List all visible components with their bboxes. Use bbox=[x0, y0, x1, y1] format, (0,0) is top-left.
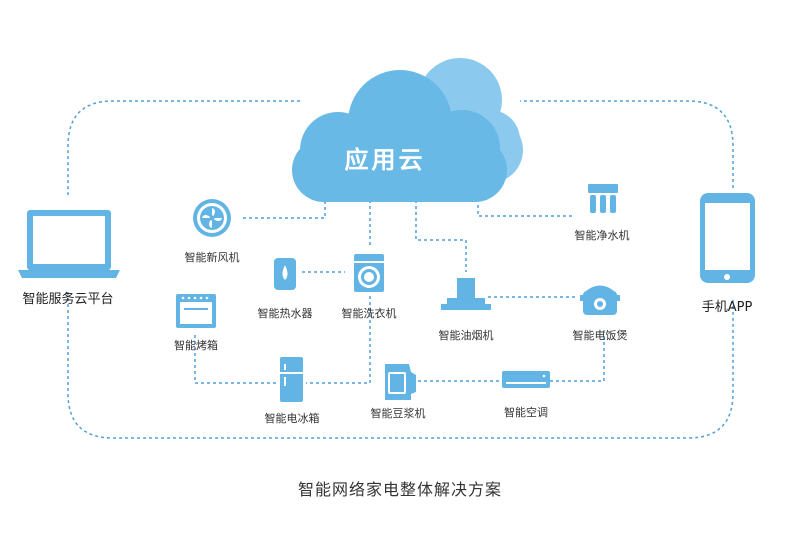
connector-water-purifier bbox=[477, 205, 573, 217]
air-conditioner-icon bbox=[502, 371, 550, 388]
diagram-caption: 智能网络家电整体解决方案 bbox=[297, 480, 503, 499]
phone-app-label: 手机APP bbox=[701, 300, 753, 315]
fridge-label: 智能电冰箱 bbox=[264, 412, 320, 425]
fridge-icon bbox=[280, 357, 303, 402]
oven-label: 智能烤箱 bbox=[174, 339, 218, 352]
rice-cooker-icon bbox=[580, 285, 620, 315]
water-heater-label: 智能热水器 bbox=[257, 307, 313, 320]
rice-cooker-label: 智能电饭煲 bbox=[572, 329, 628, 342]
fresh-air-label: 智能新风机 bbox=[184, 251, 240, 264]
platform-label: 智能服务云平台 bbox=[22, 292, 114, 307]
oven-icon bbox=[176, 294, 216, 328]
water-purifier-label: 智能净水机 bbox=[574, 229, 630, 242]
connector-range-hood bbox=[415, 200, 467, 272]
connector-ac-cooker bbox=[550, 327, 605, 382]
water-heater-icon bbox=[274, 258, 296, 290]
range-hood-icon bbox=[441, 278, 491, 310]
range-hood-label: 智能油烟机 bbox=[438, 329, 494, 342]
outer-dashed-loop bbox=[67, 100, 734, 439]
connector-oven-fridge bbox=[194, 335, 277, 384]
air-conditioner-label: 智能空调 bbox=[504, 406, 548, 419]
connector-fresh-air bbox=[243, 200, 326, 219]
soymilk-icon bbox=[385, 364, 416, 400]
soymilk-label: 智能豆浆机 bbox=[370, 407, 426, 420]
cloud-icon bbox=[292, 58, 523, 202]
washer-icon bbox=[354, 254, 384, 292]
fresh-air-icon bbox=[193, 199, 231, 237]
water-purifier-icon bbox=[588, 184, 618, 213]
washer-label: 智能洗衣机 bbox=[341, 307, 397, 320]
connector-washer-fridge bbox=[306, 296, 371, 384]
laptop-icon bbox=[18, 210, 120, 278]
connector-lines bbox=[194, 200, 605, 384]
cloud-title: 应用云 bbox=[344, 146, 426, 174]
phone-icon bbox=[700, 193, 755, 283]
